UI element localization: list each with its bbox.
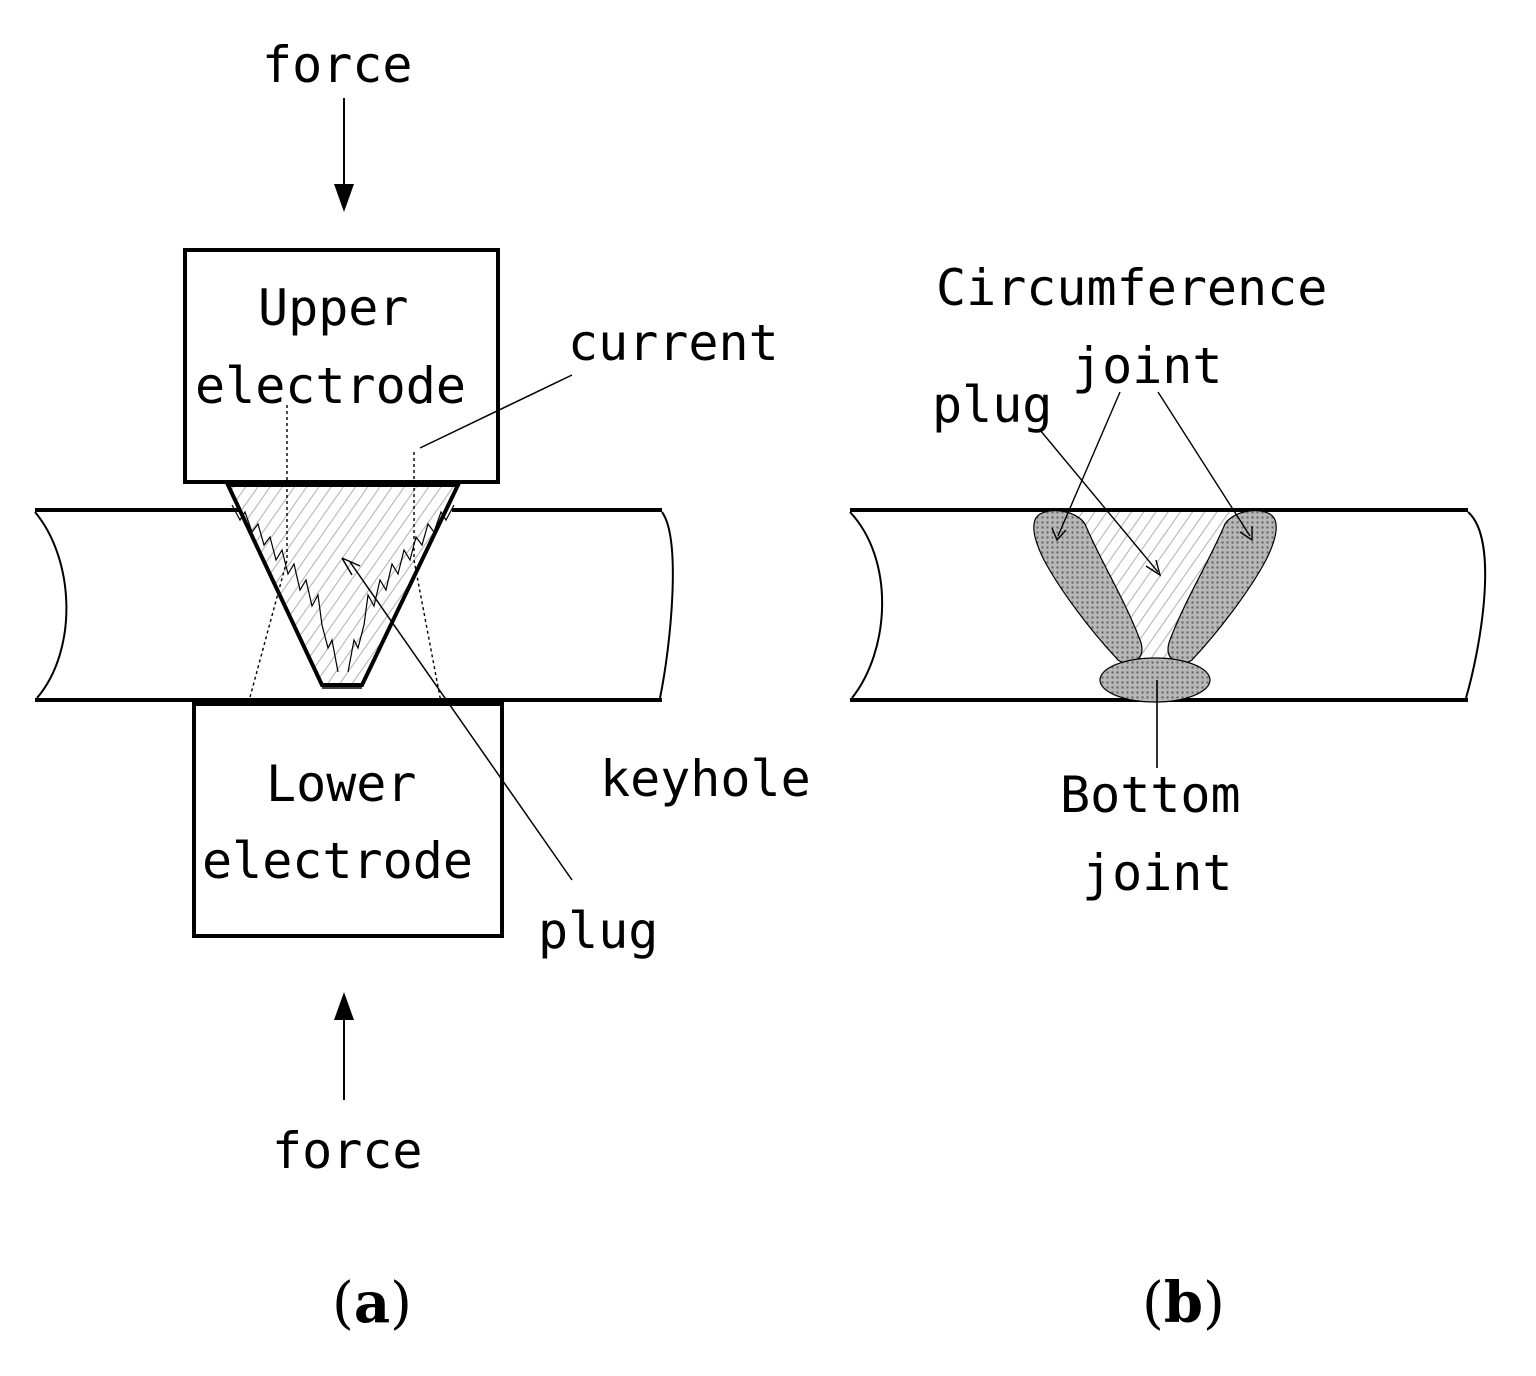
- plug-pointer-a-head: [341, 557, 361, 576]
- upper-electrode-label-line2: electrode: [195, 357, 466, 415]
- caption-a-close: ): [390, 1271, 412, 1336]
- caption-a-letter: a: [354, 1270, 390, 1336]
- force-top-arrow: [334, 98, 354, 212]
- circumference-pointers: [1051, 391, 1253, 542]
- force-bottom-arrow: [334, 992, 354, 1100]
- plug-a: [224, 483, 462, 687]
- upper-electrode-box: [183, 248, 500, 484]
- plug-label-a: plug: [538, 902, 658, 960]
- circumference-label-line1: Circumference: [936, 259, 1327, 317]
- caption-b: (b): [1142, 1270, 1225, 1336]
- left-weld-interface: [231, 504, 339, 673]
- caption-b-close: ): [1203, 1271, 1225, 1336]
- plug-pointer-b: [1039, 429, 1162, 577]
- plug-pointer-a: [349, 561, 573, 881]
- caption-a-open: (: [332, 1271, 354, 1336]
- lower-electrode-label-line1: Lower: [266, 755, 417, 813]
- caption-b-open: (: [1142, 1271, 1164, 1336]
- caption-b-letter: b: [1164, 1270, 1203, 1336]
- panel-b: Circumference joint plug Bottom joint (b…: [849, 259, 1487, 1336]
- panel-a: force Upper electrode current: [34, 36, 811, 1336]
- upper-electrode-label-line1: Upper: [258, 279, 409, 337]
- lower-electrode-box: [192, 702, 504, 938]
- lower-electrode-label-line2: electrode: [202, 832, 473, 890]
- current-label: current: [568, 314, 779, 372]
- caption-a: (a): [332, 1270, 412, 1336]
- bottom-joint-label-line1: Bottom: [1060, 766, 1241, 824]
- circumference-label-line2: joint: [1072, 337, 1223, 395]
- force-top-label: force: [262, 36, 413, 94]
- right-weld-interface: [347, 504, 455, 673]
- bottom-joint-nugget: [1099, 657, 1211, 703]
- plug-label-b: plug: [932, 376, 1052, 434]
- keyhole-label: keyhole: [600, 750, 811, 808]
- current-pointer: [419, 374, 573, 449]
- sheet-a: [34, 508, 674, 702]
- bottom-joint-label-line2: joint: [1082, 844, 1233, 902]
- plug-b: [1040, 512, 1270, 660]
- force-bottom-label: force: [272, 1122, 423, 1180]
